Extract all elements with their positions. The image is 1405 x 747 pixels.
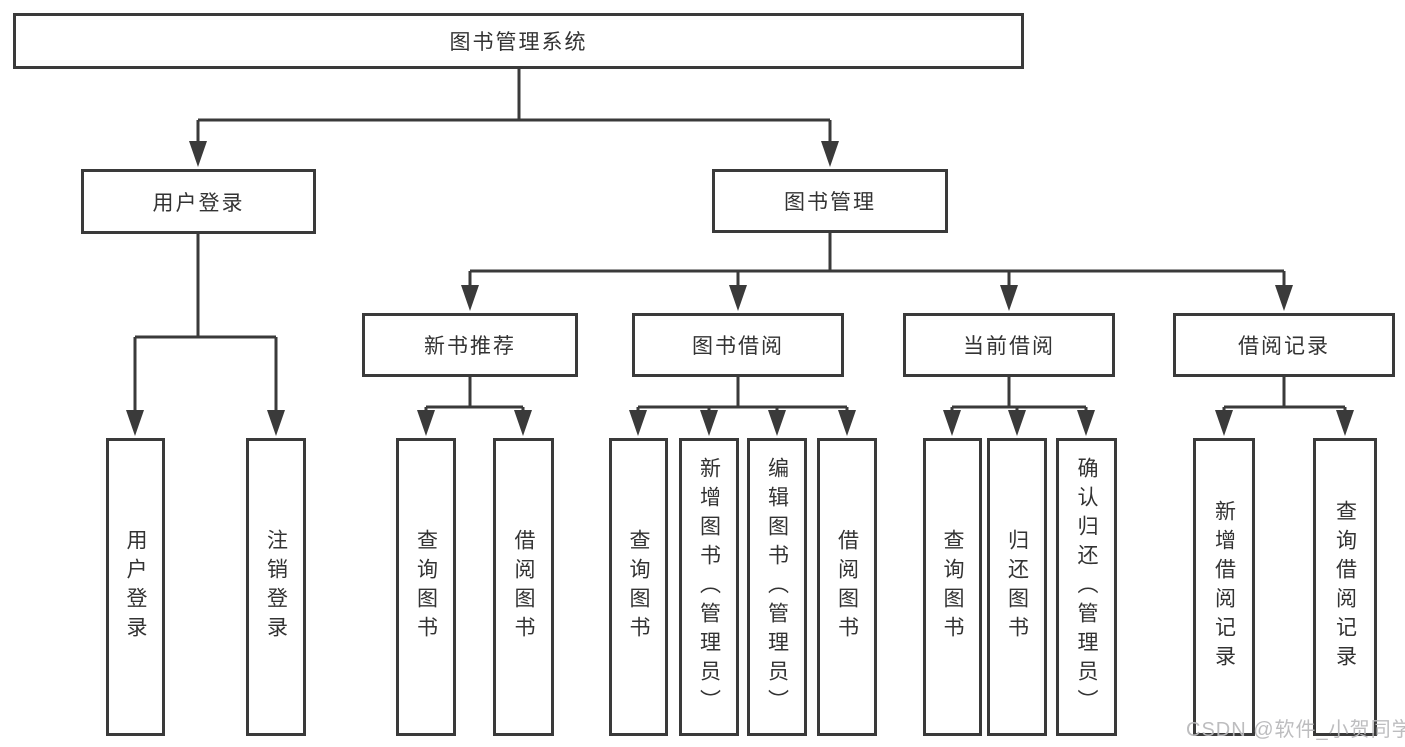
leaf-return-books: 归还图书 xyxy=(987,438,1047,736)
leaf-add-borrow-record: 新增借阅记录 xyxy=(1193,438,1255,736)
csdn-watermark: CSDN @软件_小贺同学 xyxy=(1186,719,1405,741)
node-label: 图书管理系统 xyxy=(449,31,588,54)
node-label: 借阅记录 xyxy=(1238,335,1330,358)
node-label: 图书管理 xyxy=(784,191,876,214)
node-label: 当前借阅 xyxy=(963,335,1055,358)
node-label: 查询借阅记录 xyxy=(1333,500,1357,674)
node-label: 注销登录 xyxy=(264,529,288,645)
leaf-borrow-books: 借阅图书 xyxy=(817,438,877,736)
node-label: 新书推荐 xyxy=(424,335,516,358)
leaf-user-login: 用户登录 xyxy=(106,438,165,736)
leaf-query-borrow-record: 查询借阅记录 xyxy=(1313,438,1377,736)
leaf-query-books-borrow: 查询图书 xyxy=(609,438,668,736)
node-label: 借阅图书 xyxy=(512,529,535,645)
node-user-login: 用户登录 xyxy=(81,169,316,234)
node-new-book-recommend: 新书推荐 xyxy=(362,313,578,377)
node-borrow-records: 借阅记录 xyxy=(1173,313,1395,377)
node-label: 归还图书 xyxy=(1005,529,1029,645)
node-label: 借阅图书 xyxy=(835,529,859,645)
leaf-confirm-return-admin: 确认归还（管理员） xyxy=(1056,438,1117,736)
node-label: 确认归还（管理员） xyxy=(1075,456,1098,718)
node-label: 编辑图书（管理员） xyxy=(765,456,789,718)
node-label: 新增图书（管理员） xyxy=(697,456,721,718)
leaf-logout-login: 注销登录 xyxy=(246,438,306,736)
node-label: 查询图书 xyxy=(941,529,964,645)
node-book-borrow: 图书借阅 xyxy=(632,313,844,377)
node-book-management: 图书管理 xyxy=(712,169,948,233)
node-label: 用户登录 xyxy=(124,529,147,645)
leaf-query-books-current: 查询图书 xyxy=(923,438,982,736)
leaf-query-books-recommend: 查询图书 xyxy=(396,438,456,736)
node-label: 查询图书 xyxy=(414,529,438,645)
node-label: 用户登录 xyxy=(152,191,245,215)
node-current-borrow: 当前借阅 xyxy=(903,313,1115,377)
leaf-borrow-books-recommend: 借阅图书 xyxy=(493,438,554,736)
node-label: 图书借阅 xyxy=(692,335,784,358)
node-label: 新增借阅记录 xyxy=(1212,500,1236,674)
leaf-add-books-admin: 新增图书（管理员） xyxy=(679,438,739,736)
node-label: 查询图书 xyxy=(627,529,650,645)
node-library-management-system: 图书管理系统 xyxy=(13,13,1024,69)
leaf-edit-books-admin: 编辑图书（管理员） xyxy=(747,438,807,736)
